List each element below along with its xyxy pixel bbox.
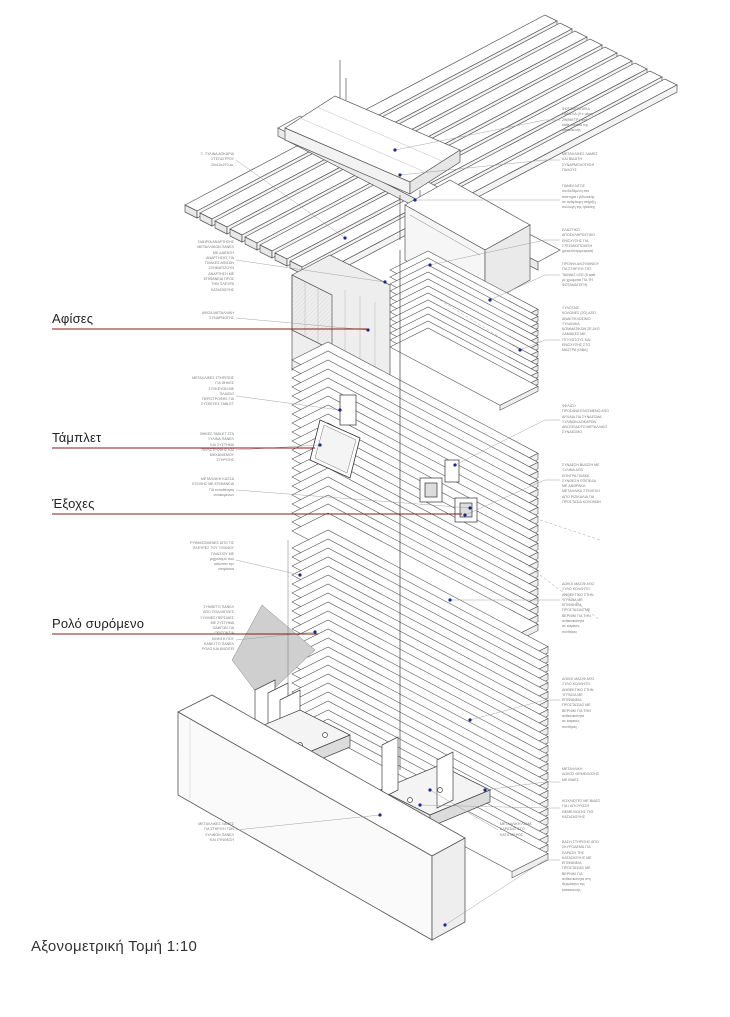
leader-dot (298, 573, 302, 577)
note-right-4: ΠΡΟΦΙΛ ΑΛΟΥΜΙΝΙΟΥ ΓΙΑ ΣΤΗΡΙΞΗ ΤΗΣ ΤΑΙΝΙΑ… (562, 262, 600, 288)
leader-dot (398, 173, 402, 177)
leader-dot (468, 718, 472, 722)
leader-dot (313, 630, 317, 634)
leader-dot (383, 280, 387, 284)
note-left-4: ΘΗΚΕΣ TABLET ΣΤΑ ΞΥΛΙΝΑ ΠΑΝΕΛ ΚΑΙ ΣΥΣΤΗΜ… (199, 432, 234, 463)
note-right-9: ΔΟΚΟΙ ΜΑΣΙΦ ΑΠΟ ΞΥΛΟ ΚΟΛΛΗΤΟ ΑΝΘΕΚΤΙΚΟ Σ… (562, 677, 595, 729)
leader-dot (318, 443, 322, 447)
leader-dot (453, 463, 457, 467)
note-right-11: ΚΟΧΛΙΩΤΕΣ ΜΕ ΒΙΔΕΣ ΓΙΑ Ι ΑΓΚΥΡΩΣΗ ΘΕΜΕΛΙ… (562, 799, 601, 819)
leader-dot (428, 263, 432, 267)
leader-dot (463, 513, 467, 517)
concrete-base (177, 694, 466, 941)
leader-dot (488, 298, 492, 302)
note-left-6: ΡΥΘΜΙΖΟΜΕΝΕΣ ΑΠΟ ΤΙΣ ΠΛΕΥΡΕΣ ΤΟΥ ΞΥΛΙΝΟΥ… (190, 541, 234, 572)
note-right-0: ΦΩΤΟΒΟΛΤΑΪΚΑ ΠΑΝΕΛΑ (9 x μέση 2W/ΜΕΤΡ.) … (562, 107, 593, 133)
note-right-7: ΣΥΝΔΕΣΗ ΒΙΔΩΣΗ ΜΕ ΞΥΛΙΝΑ ΑΠΟ ΚΟΝΤΡΑ ΠΛΑΚ… (562, 463, 601, 505)
note-left-3: ΜΕΤΑΛΛΙΚΕΣ ΣΤΗΡΙΞΕΙΣ ΓΙΑ ΘΗΚΕΣ ΣΥΣΚΕΥΩΝ … (192, 376, 234, 407)
note-right-3: ΕΛΑΣΤΙΚΟ ΑΠΟΣΚΛΗΡΩΣΤΙΚΟ ΕΝΙΣΧΥΣΗΣ ΓΙΑ ΣΤ… (562, 228, 595, 254)
leader-dot (413, 198, 417, 202)
axis-lines (287, 250, 401, 770)
leader-dot (483, 788, 487, 792)
note-left-0: Ξ. ΞΥΛΙΝΑ ΔΟΚΑΡΙΑ ΣΤΕΓΑΣΤΡΟΥ 20x10x270 ε… (200, 152, 235, 167)
note-right-6: ΦΕΛΙΖΟ ΠΡΟΣΑΝΑΤΟΛΙΣΜΕΝΟ ΑΠΟ ΑΡΧΑΙΑ ΓΙΑ Σ… (562, 404, 609, 435)
note-left-5: ΜΕΤΑΛΛΙΚΗ ΚΑΣΣΑ ΕΞΟΧΗΣ ΜΕ ΕΠΙΦΑΝΕΙΑ ΓΙΑ … (192, 477, 234, 497)
tablet-device (309, 419, 361, 479)
leader-dot (428, 788, 432, 792)
note-left-7: ΣΥΝΘΕΤΟ ΠΑΝΕΛ ΑΠΟ ΠΟΛΛΑΠΛΕΣ ΞΥΛΙΝΕΣ ΠΕΡΣ… (200, 605, 234, 652)
note-right-1: ΜΕΤΑΛΛΙΚΕΣ ΛΑΜΕΣ ΚΑΙ ΒΙΔΩΤΗ ΣΥΝΑΡΜΟΛΟΓΗΣ… (562, 152, 598, 172)
note-left-8: ΜΕΤΑΛΛΙΚΕΣ ΛΑΜΕΣ ΓΙΑ ΣΤΗΡΙΞΗ ΤΩΝ ΞΥΛΙΝΩΝ… (198, 822, 234, 842)
note-right-8: ΔΟΚΟΙ ΜΑΣΙΦ ΑΠΟ ΞΥΛΟ ΚΟΛΛΗΤΟ ΑΝΘΕΚΤΙΚΟ Σ… (562, 582, 595, 634)
leader-dot (418, 803, 422, 807)
callout-rolo: Ρολό συρόμενο (52, 616, 145, 631)
callout-lines (52, 328, 462, 635)
leader-dot (443, 923, 447, 927)
drawing-title: Αξονομετρική Τομή 1:10 (31, 938, 198, 955)
leader-dot (518, 348, 522, 352)
upper-wall-planks (389, 250, 539, 411)
leader-dot (393, 148, 397, 152)
leader-dot (448, 598, 452, 602)
note-right-10: ΜΕΤΑΛΛΙΚΗ ΔΟΚΟΣ ΘΕΜΕΛΙΩΣΗΣ ΜΕ ΒΙΔΕΣ (562, 767, 600, 782)
note-left-9: ΜΕΤΑΛΛΙΚΗ ΛΑΜΑ ΕΔΡΑΣΗΣ ΣΤΟ ΚΑΤΩ ΜΕΡΟΣ (500, 822, 532, 837)
note-right-12: ΒΑΣΗ ΣΤΗΡΙΞΗΣ ΑΠΟ ΣΚΥΡΟΔΕΜΑ ΓΙΑ ΕΔΡΑΣΗ Τ… (562, 840, 599, 892)
leader-dot (468, 506, 472, 510)
note-right-2: ΠΑΝΕΛ ΝΤΟΣ συνδεδεμένη στο σύστημα Ι βιδ… (562, 184, 596, 210)
note-right-5: ΞΥΛΟΤΑΙΣ ΚΟΛΩΝΕΣ (2Ο) ΑΠΟ ΑΝΑΚΥΚΛΩΣΙΜΟ Ξ… (562, 306, 600, 353)
callout-exoxes: Έξοχες (52, 496, 95, 511)
protrusion-boxes (339, 394, 478, 523)
solar-panel (284, 60, 461, 250)
callout-tamplet: Τάμπλετ (52, 430, 102, 445)
leader-lines (235, 119, 601, 927)
leader-dot (378, 813, 382, 817)
note-left-2: ΑΦΙΣΑ ΜΕΤΑΛΛΙΚΗ ΣΥΝΑΡΜΟΓΗΣ (201, 311, 234, 321)
upper-plank-end (499, 385, 539, 411)
callout-afises: Αφίσες (52, 311, 94, 326)
leader-dot (338, 408, 342, 412)
note-left-1: ΣΙΔΗΡΙΑ ΑΝΑΡΤΗΣΗΣ ΜΕΤΑΛΛΙΚΩΝ ΠΑΝΕΛ ΜΕ ΔΙ… (197, 240, 234, 292)
leader-dot (343, 236, 347, 240)
